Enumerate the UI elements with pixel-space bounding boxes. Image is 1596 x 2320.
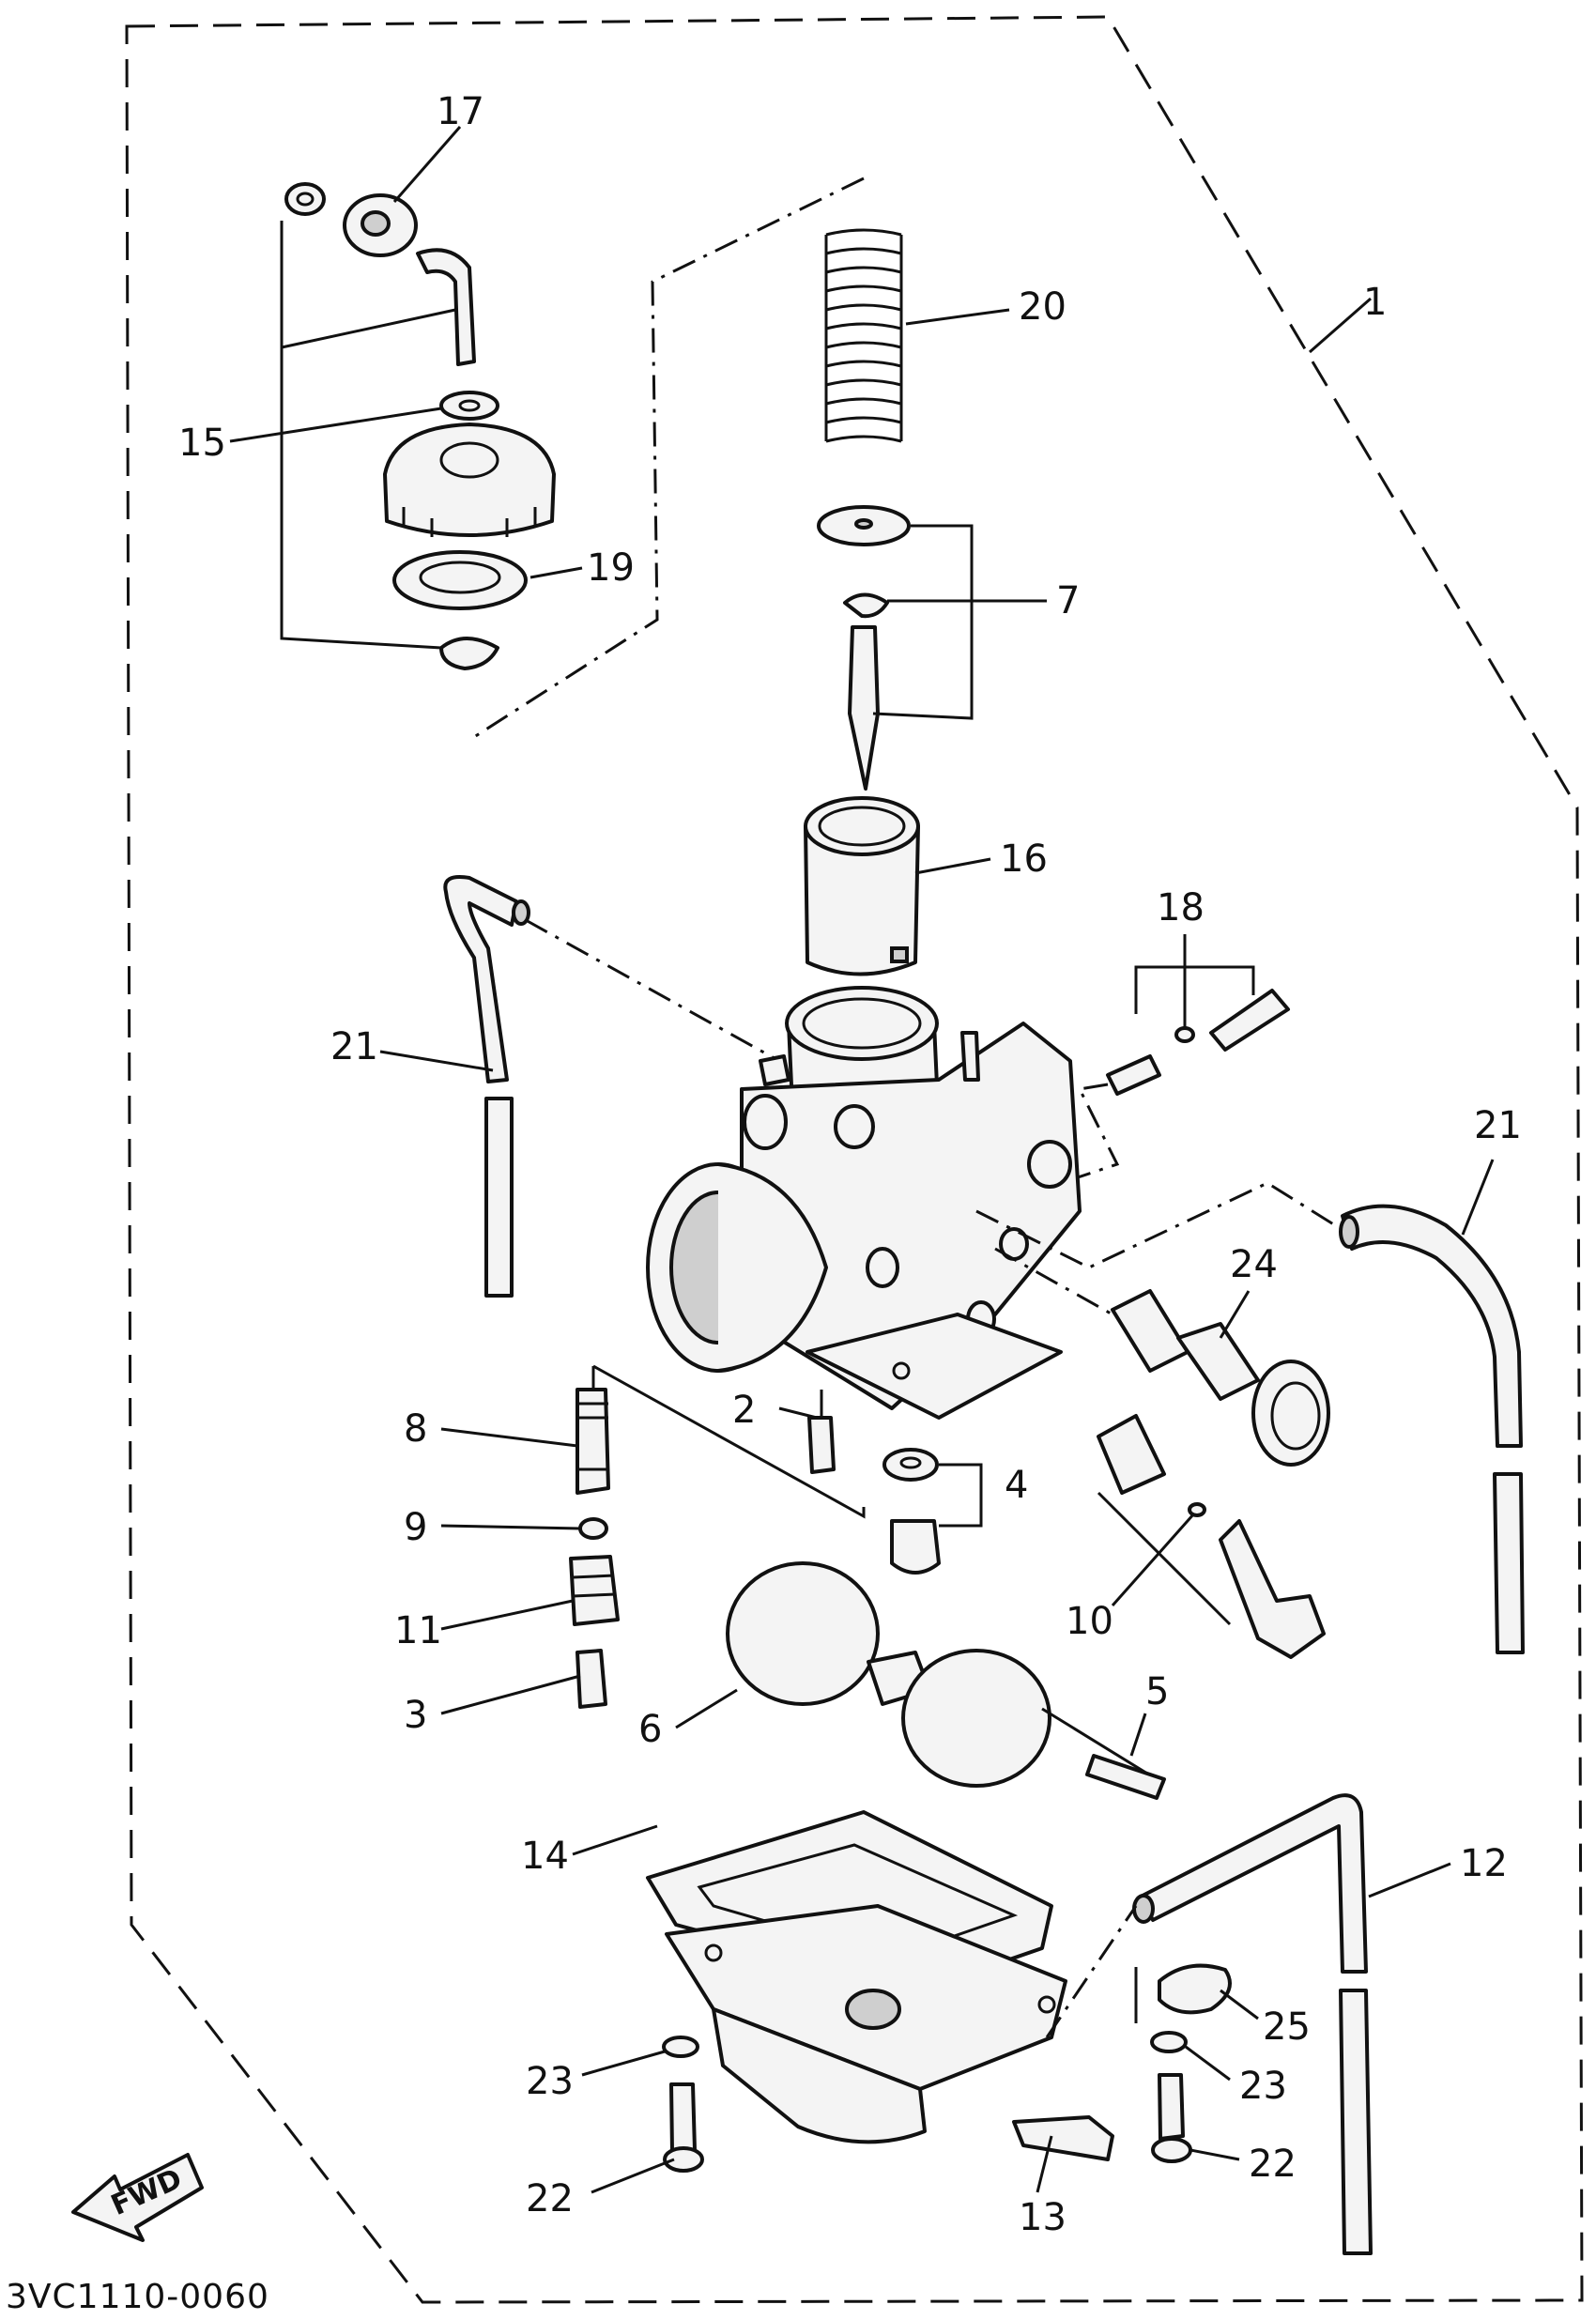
callout-20: 20 xyxy=(1019,285,1067,329)
carburetor-body xyxy=(646,986,1343,1420)
bottom-fasteners xyxy=(662,1963,1232,2173)
leader-lines xyxy=(229,126,1495,2194)
callout-4: 4 xyxy=(1005,1464,1028,1507)
throttle-valve-16 xyxy=(804,796,920,976)
callout-21-left: 21 xyxy=(330,1025,378,1068)
float-bowl xyxy=(646,1810,1067,2144)
screw-2 xyxy=(807,1390,836,1474)
starter-plunger-24 xyxy=(994,1247,1330,1467)
callout-15: 15 xyxy=(178,422,226,465)
drawing-code: 3VC1110-0060 xyxy=(6,2278,269,2316)
callout-23-left: 23 xyxy=(526,2060,574,2103)
callout-6: 6 xyxy=(638,1708,662,1751)
callout-25: 25 xyxy=(1263,2005,1311,2049)
callout-labels: 1 2 3 4 5 6 7 8 9 10 11 12 13 14 15 16 1… xyxy=(178,90,1522,2239)
callout-16: 16 xyxy=(1000,837,1048,881)
callout-14: 14 xyxy=(521,1835,569,1878)
air-screw-10 xyxy=(1097,1414,1326,1659)
spring-20 xyxy=(473,177,903,739)
callout-7: 7 xyxy=(1056,579,1080,622)
callout-1: 1 xyxy=(1363,281,1387,324)
pilot-screw-18 xyxy=(1060,965,1290,1185)
callout-11: 11 xyxy=(394,1609,442,1652)
callout-9: 9 xyxy=(404,1506,427,1549)
callout-2: 2 xyxy=(732,1389,756,1432)
float-6 xyxy=(726,1561,1165,1788)
callout-10: 10 xyxy=(1066,1600,1113,1643)
callout-19: 19 xyxy=(587,546,635,590)
assembly-boundary xyxy=(125,15,1584,2304)
fwd-arrow: FWD xyxy=(71,2153,204,2242)
pin-5 xyxy=(1085,1754,1166,1800)
cap-assembly xyxy=(280,182,556,670)
left-jets xyxy=(569,1364,866,1709)
callout-22-left: 22 xyxy=(526,2177,574,2220)
callout-17: 17 xyxy=(437,90,484,133)
callout-12: 12 xyxy=(1460,1842,1508,1885)
callout-23-right: 23 xyxy=(1239,2065,1287,2108)
hose-21-right xyxy=(1339,1204,1525,1654)
callout-24: 24 xyxy=(1230,1243,1278,1286)
callout-22-right: 22 xyxy=(1249,2143,1297,2186)
callout-18: 18 xyxy=(1157,886,1205,930)
callout-13: 13 xyxy=(1019,2196,1067,2239)
callout-8: 8 xyxy=(404,1407,427,1451)
hose-21-left xyxy=(443,875,780,1298)
callout-21-right: 21 xyxy=(1474,1104,1522,1147)
main-jet-4 xyxy=(882,1448,983,1575)
jet-needle-group xyxy=(817,505,974,791)
overflow-hose-12 xyxy=(1045,1793,1373,2255)
callout-3: 3 xyxy=(404,1694,427,1737)
callout-5: 5 xyxy=(1145,1670,1169,1713)
